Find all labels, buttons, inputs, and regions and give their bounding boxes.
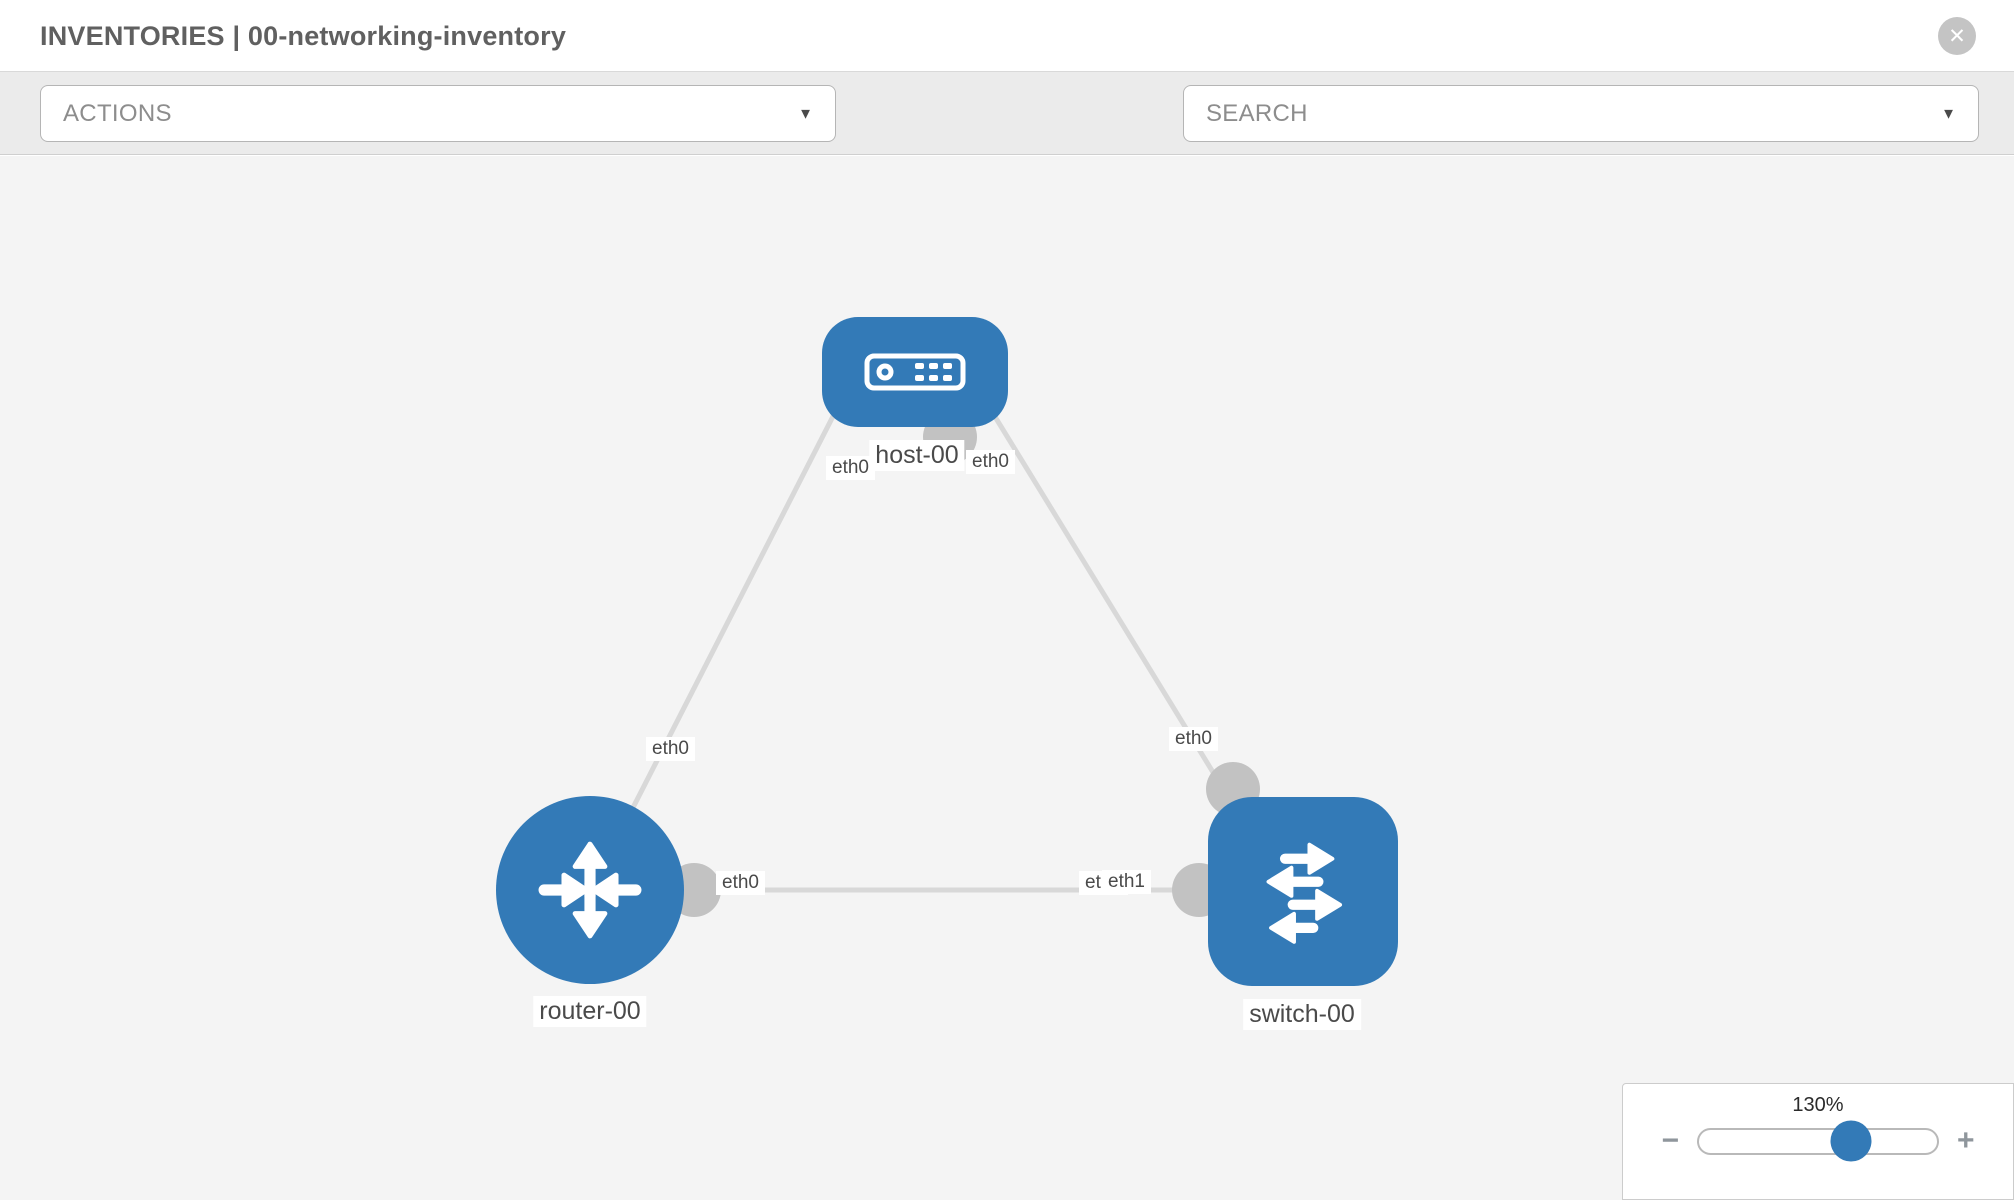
port-label-switch-eth1: eth1 bbox=[1102, 870, 1151, 894]
router-icon bbox=[538, 841, 642, 939]
port-label-router-uplink: eth0 bbox=[646, 737, 695, 761]
host-icon bbox=[864, 353, 966, 391]
topology-canvas[interactable]: host-00 router-00 switch-00 eth0 eth0 et… bbox=[0, 156, 2014, 1200]
link-host-router bbox=[593, 338, 875, 882]
zoom-slider-handle[interactable] bbox=[1830, 1120, 1872, 1162]
page-title: INVENTORIES | 00-networking-inventory bbox=[40, 21, 567, 51]
node-label-switch: switch-00 bbox=[1243, 999, 1361, 1030]
node-label-router: router-00 bbox=[533, 996, 647, 1027]
topology-links bbox=[593, 338, 1260, 917]
zoom-panel: 130% − + bbox=[1622, 1083, 2014, 1200]
zoom-slider[interactable] bbox=[1697, 1120, 1939, 1162]
header: INVENTORIES | 00-networking-inventory ✕ bbox=[0, 0, 2014, 72]
actions-dropdown-label: ACTIONS bbox=[63, 99, 172, 127]
close-button[interactable]: ✕ bbox=[1938, 17, 1976, 55]
toolbar: ACTIONS ▼ SEARCH ▼ bbox=[0, 72, 2014, 204]
switch-icon bbox=[1266, 842, 1343, 944]
zoom-level-value: 130% bbox=[1792, 1094, 1844, 1116]
node-switch-00[interactable] bbox=[1208, 797, 1398, 986]
node-router-00[interactable] bbox=[496, 796, 684, 984]
port-label-host-left: eth0 bbox=[826, 456, 875, 480]
close-icon: ✕ bbox=[1948, 24, 1966, 48]
node-host-00[interactable] bbox=[822, 317, 1008, 427]
port-label-host-right: eth0 bbox=[966, 450, 1015, 474]
actions-dropdown[interactable]: ACTIONS ▼ bbox=[40, 85, 836, 142]
zoom-in-button[interactable]: + bbox=[1957, 1124, 1975, 1157]
search-dropdown[interactable]: SEARCH ▼ bbox=[1183, 85, 1979, 142]
port-label-router-eth0: eth0 bbox=[716, 871, 765, 895]
node-label-host: host-00 bbox=[869, 440, 965, 471]
search-dropdown-label: SEARCH bbox=[1206, 99, 1308, 127]
chevron-down-icon: ▼ bbox=[798, 105, 813, 122]
port-label-switch-uplink: eth0 bbox=[1169, 727, 1218, 751]
chevron-down-icon: ▼ bbox=[1941, 105, 1956, 122]
zoom-out-button[interactable]: − bbox=[1661, 1124, 1679, 1157]
